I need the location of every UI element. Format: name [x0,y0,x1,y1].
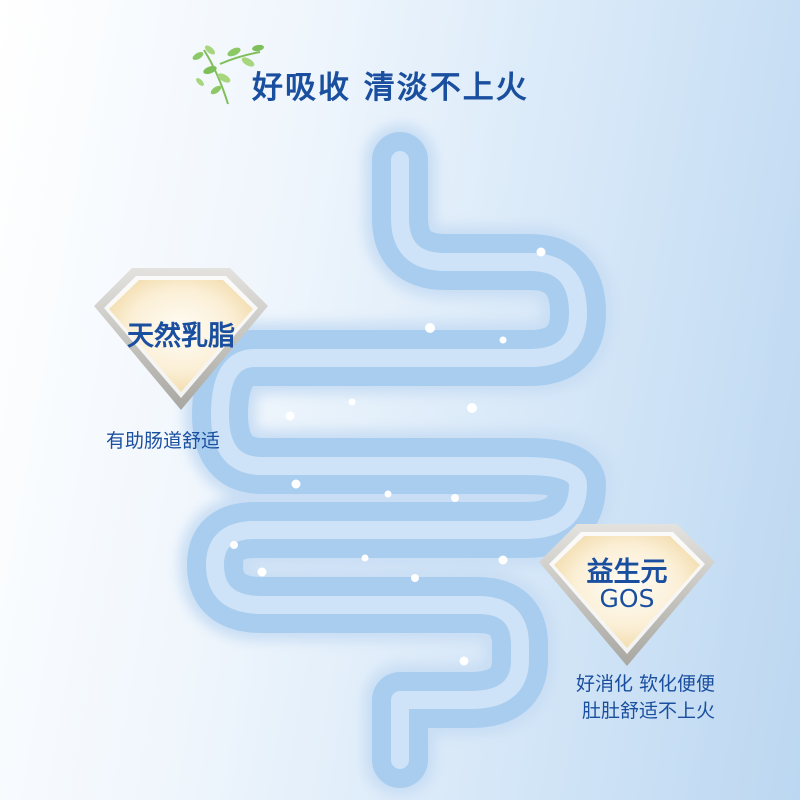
badge-natural-milk-fat: 天然乳脂 [92,264,270,414]
sprout-leaves-icon [192,44,264,105]
badge-prebiotic-gos: 益生元 GOS [537,520,717,670]
header: 好吸收 清淡不上火 [190,42,610,112]
badge-sublabel: GOS [599,584,655,613]
badge-description: 好消化 软化便便 肚肚舒适不上火 [537,671,715,725]
diamond-badge-icon [539,524,715,666]
badge-description-line: 好消化 软化便便 [575,673,715,695]
badge-label: 益生元 [586,557,668,588]
badge-label: 天然乳脂 [127,321,235,352]
badge-description-line: 肚肚舒适不上火 [581,700,715,722]
badge-description: 有助肠道舒适 [106,430,221,452]
page-title: 好吸收 清淡不上火 [252,70,529,106]
diamond-badge-icon [94,268,268,410]
